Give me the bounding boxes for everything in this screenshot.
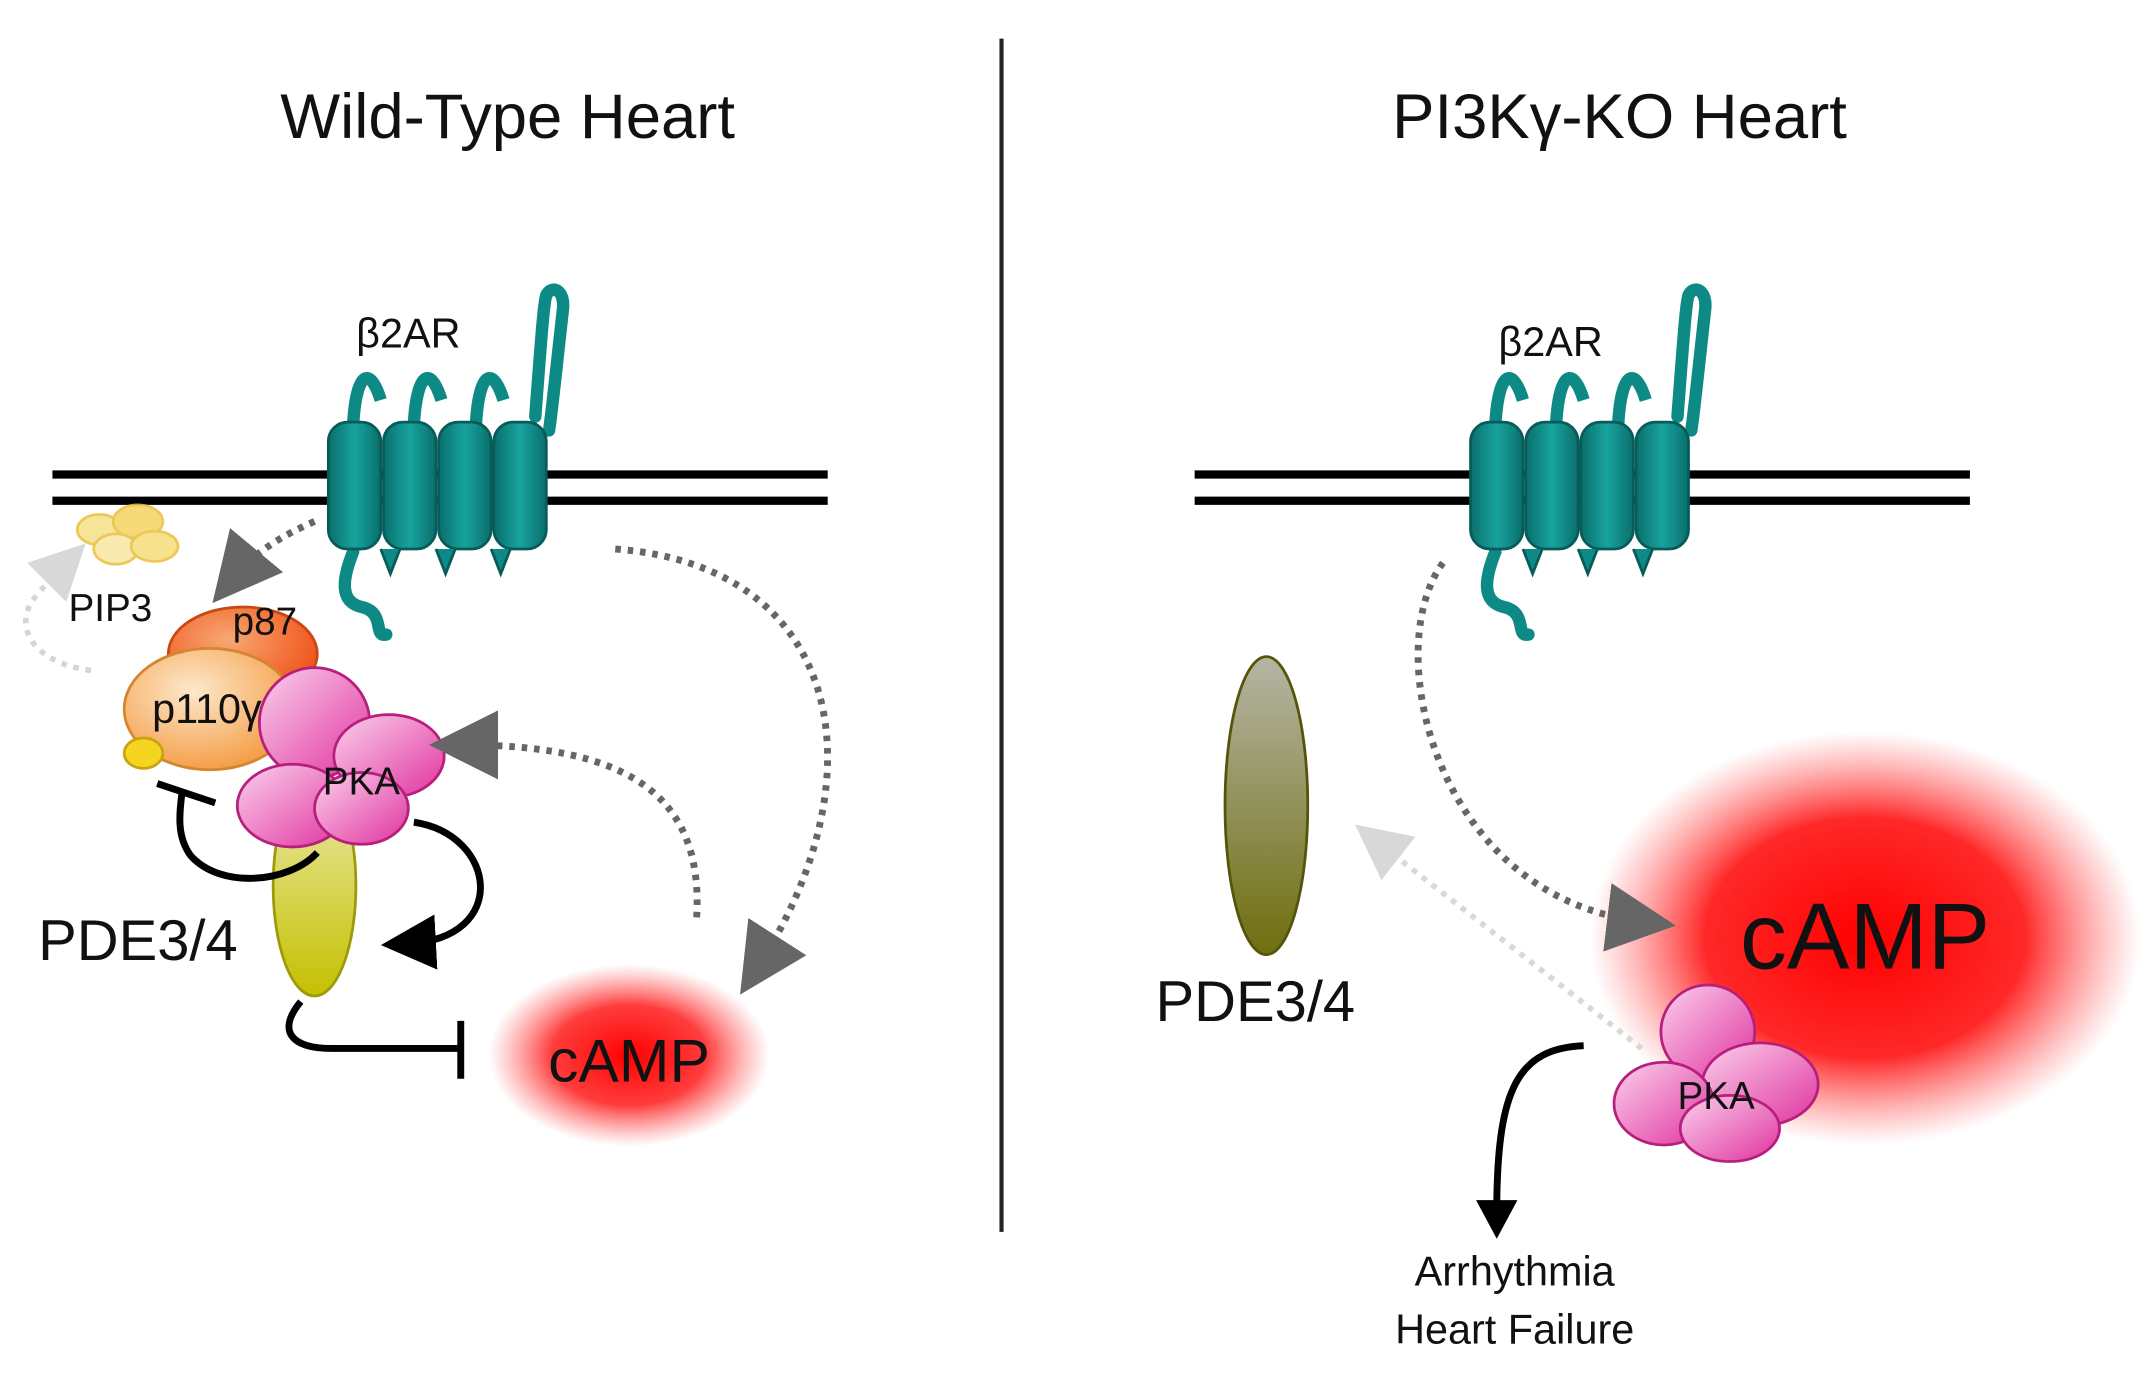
pde-knockout (1223, 655, 1310, 956)
p87-label: p87 (233, 601, 297, 644)
pip3-label: PIP3 (69, 587, 153, 630)
wild-type-panel: Wild-Type Heart β2AR PIP3 (23, 82, 831, 1147)
outcome-arrowhead (1476, 1200, 1518, 1239)
pip3-feedback-arrow (23, 543, 92, 674)
pde-label-left: PDE3/4 (38, 909, 238, 973)
p110-small-domain (122, 736, 165, 770)
pka-label-left: PKA (323, 761, 401, 804)
pde-inhibits-p110 (176, 791, 320, 882)
outcome-arrhythmia: Arrhythmia (1415, 1249, 1616, 1295)
pde-label-right: PDE3/4 (1156, 970, 1356, 1034)
receptor-to-camp-arrow (615, 545, 831, 995)
outcome-heart-failure: Heart Failure (1395, 1307, 1634, 1353)
pka-label-right: PKA (1677, 1075, 1755, 1118)
knockout-title: PI3Kγ-KO Heart (1392, 82, 1847, 152)
wild-type-title: Wild-Type Heart (280, 82, 735, 152)
camp-label-left: cAMP (548, 1027, 710, 1095)
pka-complex-right (1612, 983, 1820, 1163)
beta2ar-receptor-left (326, 283, 570, 641)
pka-to-outcome-arrow (1493, 1042, 1584, 1203)
pde-inhibits-camp (285, 999, 461, 1052)
beta2ar-label-left: β2AR (356, 311, 460, 357)
camp-glow-left (488, 964, 770, 1147)
pka-activates-pde (380, 818, 484, 970)
p110-gamma-label: p110γ (152, 686, 262, 732)
camp-label-right: cAMP (1740, 883, 1990, 988)
receptor-to-p87-arrow (212, 518, 316, 604)
camp-to-pka-arrow (429, 710, 701, 918)
beta2ar-receptor-right (1469, 283, 1712, 641)
knockout-panel: PI3Kγ-KO Heart β2AR PDE3/4 cAMP (1156, 82, 2141, 1353)
pka-complex-left (235, 666, 446, 849)
pip3-cluster (75, 503, 180, 566)
beta2ar-label-right: β2AR (1498, 319, 1602, 365)
